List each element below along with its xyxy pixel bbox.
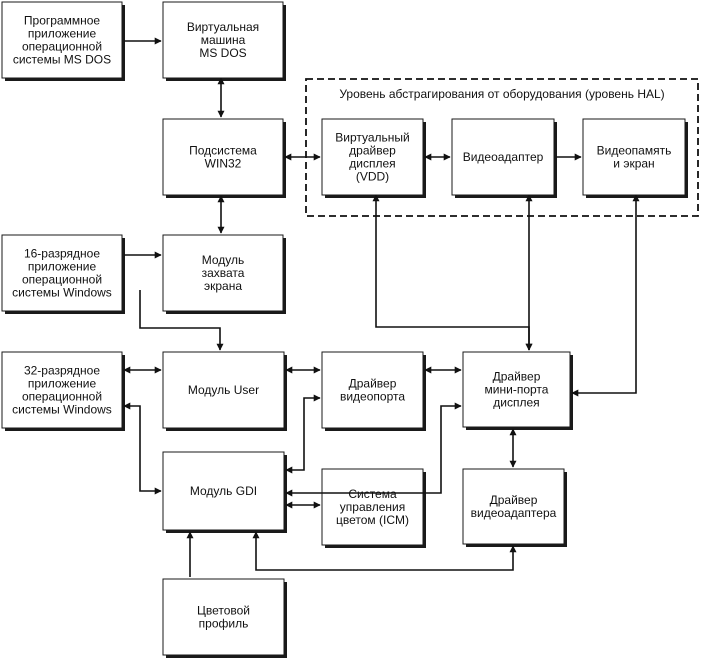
dos-app-box-label-line: Программное	[24, 14, 100, 28]
color-profile-box-frame	[162, 578, 285, 656]
video-memory-box-label-line: Видеопамять	[597, 144, 672, 158]
icm-box-label-line: цветом (ICM)	[336, 513, 409, 527]
arrow-vdd-miniport	[372, 194, 533, 351]
icm-box-label-line: Система	[348, 487, 397, 501]
user-module-box-label-line: Модуль User	[188, 383, 259, 397]
vdd-box-label-line: драйвер	[349, 144, 396, 158]
icm-box-label-line: управления	[340, 500, 405, 514]
arrow-gdi-vport	[285, 394, 321, 474]
hal-group: Уровень абстрагирования от оборудования …	[305, 78, 699, 217]
win32-box-label-line: WIN32	[205, 157, 242, 171]
miniport-driver-box-label-line: мини-порта	[485, 383, 549, 397]
miniport-driver-box-label-line: дисплея	[493, 396, 539, 410]
arrow-gdi-vadrv	[252, 531, 517, 571]
video-memory-box-label-line: и экран	[613, 157, 654, 171]
videoport-driver-box-label-line: видеопорта	[340, 390, 405, 404]
app32-box-label-line: 32-разрядное	[24, 364, 100, 378]
win32-box-frame	[162, 118, 284, 196]
video-adapter-driver-box-label-line: видеоадаптера	[471, 506, 557, 520]
arrow-gdi-miniport	[285, 402, 462, 497]
user-module-box-frame	[162, 351, 285, 429]
app32-box-label-line: операционной	[22, 390, 102, 404]
arrow-app32-to-gdi	[123, 402, 162, 495]
app16-box-label-line: 16-разрядное	[24, 247, 100, 261]
video-adapter-box-label-line: Видеоадаптер	[463, 150, 544, 164]
miniport-driver-box-frame	[462, 351, 571, 428]
app16-box-label-line: операционной	[22, 273, 102, 287]
vdd-box-label-line: Виртуальный	[335, 131, 410, 145]
dos-app-box-label-line: системы MS DOS	[13, 53, 111, 67]
vdm-box-label-line: машина	[201, 33, 246, 47]
app16-box: 16-разрядноеприложениеоперационнойсистем…	[1, 234, 125, 314]
user-module-box: Модуль User	[162, 351, 287, 431]
gdi-module-box-label-line: Модуль GDI	[190, 484, 257, 498]
app16-box-label-line: приложение	[28, 260, 97, 274]
vdm-box-frame	[162, 1, 284, 79]
arrow-vmem-miniport	[571, 194, 640, 397]
dos-app-box-label-line: приложение	[28, 27, 97, 41]
screen-capture-box-label-line: экрана	[204, 279, 242, 293]
app32-box: 32-разрядноеприложениеоперационнойсистем…	[1, 351, 125, 431]
app32-box-label-line: приложение	[28, 377, 97, 391]
connectors	[123, 37, 640, 577]
gdi-module-box: Модуль GDI	[162, 451, 287, 533]
video-adapter-driver-box-label-line: Драйвер	[490, 493, 538, 507]
videoport-driver-box-label-line: Драйвер	[349, 377, 397, 391]
app32-box-label-line: системы Windows	[12, 403, 112, 417]
vdm-box-label-line: MS DOS	[199, 46, 246, 60]
hal-group-title: Уровень абстрагирования от оборудования …	[339, 87, 664, 101]
color-profile-box-label-line: Цветовой	[197, 604, 250, 618]
screen-capture-box-label-line: Модуль	[202, 253, 245, 267]
screen-capture-box-label-line: захвата	[202, 266, 245, 280]
dos-app-box-label-line: операционной	[22, 40, 102, 54]
video-adapter-box-frame	[451, 118, 555, 196]
vdd-box-label-line: дисплея	[349, 157, 395, 171]
vdm-box-label-line: Виртуальная	[187, 20, 259, 34]
app16-box-frame	[1, 234, 123, 312]
vdd-box-frame	[321, 118, 424, 196]
video-adapter-box: Видеоадаптер	[451, 118, 557, 198]
screen-capture-box-frame	[162, 234, 284, 312]
color-profile-box-label-line: профиль	[199, 617, 249, 631]
miniport-driver-box-label-line: Драйвер	[493, 370, 541, 384]
app32-box-frame	[1, 351, 123, 429]
dos-app-box-frame	[1, 1, 123, 79]
vdd-box-label-line: (VDD)	[356, 170, 389, 184]
win32-box-label-line: Подсистема	[189, 144, 257, 158]
video-memory-box-frame	[582, 118, 686, 196]
app16-box-label-line: системы Windows	[12, 286, 112, 300]
arrow-app16-to-user	[139, 290, 224, 351]
gdi-module-box-frame	[162, 451, 285, 531]
dos-app-box: Программноеприложениеоперационнойсистемы…	[1, 1, 125, 81]
